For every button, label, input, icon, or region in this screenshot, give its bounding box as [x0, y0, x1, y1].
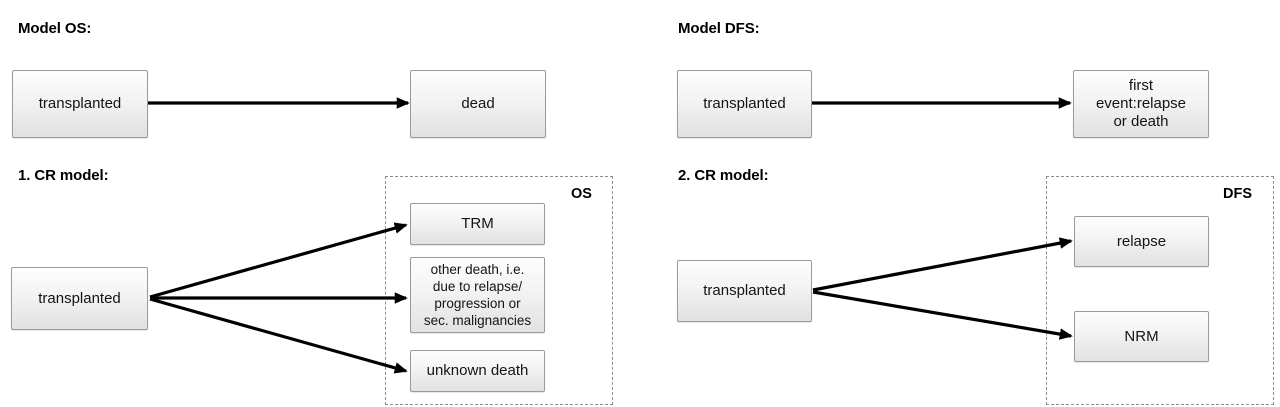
arrow-cr2-transplanted-to-relapse: [812, 237, 1073, 292]
group-box-dfs: [1046, 176, 1274, 405]
group-label-os: OS: [571, 186, 592, 202]
heading-model-dfs: Model DFS:: [678, 20, 760, 37]
arrow-cr1-transplanted-to-unknown-death: [149, 297, 408, 374]
heading-cr-model-2: 2. CR model:: [678, 167, 769, 184]
node-cr2-relapse[interactable]: relapse: [1074, 216, 1209, 267]
node-cr1-transplanted[interactable]: transplanted: [11, 267, 148, 330]
node-dfs-first-event[interactable]: first event:relapse or death: [1073, 70, 1209, 138]
node-cr1-trm[interactable]: TRM: [410, 203, 545, 245]
node-os-dead[interactable]: dead: [410, 70, 546, 138]
node-dfs-first-event-line-1: first: [1128, 77, 1154, 94]
arrow-cr2-transplanted-to-nrm: [812, 290, 1073, 340]
group-label-dfs: DFS: [1223, 186, 1252, 202]
arrow-cr1-transplanted-to-trm: [149, 222, 408, 299]
node-dfs-first-event-line-2: event:relapse: [1095, 95, 1187, 112]
node-cr1-other-death[interactable]: other death, i.e. due to relapse/ progre…: [410, 257, 545, 333]
heading-cr-model-1: 1. CR model:: [18, 167, 109, 184]
node-os-transplanted[interactable]: transplanted: [12, 70, 148, 138]
heading-model-os: Model OS:: [18, 20, 92, 37]
node-cr2-nrm[interactable]: NRM: [1074, 311, 1209, 362]
node-cr2-transplanted[interactable]: transplanted: [677, 260, 812, 322]
node-cr1-other-death-line-3: progression or: [434, 296, 521, 311]
node-cr1-other-death-line-1: other death, i.e.: [430, 262, 525, 277]
node-cr1-other-death-line-4: sec. malignancies: [423, 313, 532, 328]
node-cr1-unknown-death[interactable]: unknown death: [410, 350, 545, 392]
node-dfs-transplanted[interactable]: transplanted: [677, 70, 812, 138]
node-dfs-first-event-line-3: or death: [1113, 113, 1169, 130]
node-cr1-other-death-line-2: due to relapse/: [432, 279, 523, 294]
